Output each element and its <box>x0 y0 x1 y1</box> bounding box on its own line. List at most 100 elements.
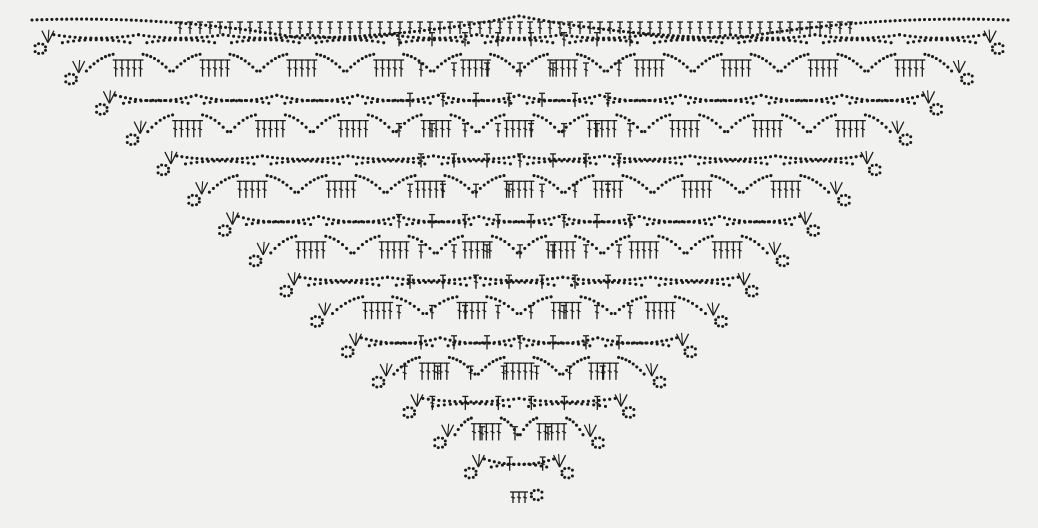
chain-stitch-dot <box>278 33 282 37</box>
chain-stitch-dot <box>587 355 591 359</box>
chain-stitch-dot <box>485 121 490 125</box>
chain-stitch-dot <box>649 33 653 38</box>
chain-stitch-dot <box>543 160 547 164</box>
chain-stitch-dot <box>312 98 316 102</box>
chain-stitch-dot <box>855 97 859 101</box>
double-crochet-stitch <box>667 21 673 34</box>
chain-stitch-dot <box>416 156 420 160</box>
chain-stitch-dot <box>716 281 720 286</box>
chain-stitch-dot <box>342 38 346 42</box>
chain-stitch-dot <box>779 69 783 73</box>
double-crochet-stitch <box>338 180 345 198</box>
chain-stitch-dot <box>826 100 830 104</box>
double-crochet-stitch <box>467 21 473 34</box>
chain-stitch-dot <box>612 28 616 32</box>
double-crochet-stitch <box>795 180 802 198</box>
chain-stitch-dot <box>531 161 535 165</box>
chain-stitch-dot <box>532 355 536 359</box>
chain-stitch-dot <box>554 33 558 38</box>
double-crochet-stitch <box>456 301 463 320</box>
chain-stitch-dot <box>454 35 458 39</box>
chain-stitch-dot <box>498 356 502 360</box>
chain-stitch-dot <box>640 283 644 287</box>
chain-stitch-dot <box>472 157 476 161</box>
chain-stitch-dot <box>269 174 273 179</box>
chain-stitch-dot <box>440 220 444 224</box>
chain-stitch-dot <box>361 295 365 299</box>
chain-stitch-dot <box>497 18 501 22</box>
double-crochet-stitch <box>739 59 746 77</box>
chain-stitch-dot <box>692 38 696 42</box>
chain-stitch-dot <box>128 97 133 101</box>
chain-stitch-dot <box>739 99 743 104</box>
chain-stitch-dot <box>614 239 618 244</box>
double-crochet-stitch <box>317 21 323 34</box>
chain-stitch-dot <box>478 341 482 345</box>
chain-stitch-dot <box>422 100 426 104</box>
chain-stitch-dot <box>871 98 875 103</box>
double-crochet-stitch <box>663 301 670 320</box>
chain-stitch-dot <box>154 121 158 125</box>
chain-stitch-dot <box>619 114 623 118</box>
chain-stitch-dot <box>839 36 843 40</box>
double-crochet-stitch <box>227 21 233 34</box>
chain-stitch-dot <box>202 101 206 105</box>
chain-stitch-dot <box>421 155 425 159</box>
chain-stitch-dot <box>867 114 872 118</box>
double-crochet-stitch <box>528 213 534 229</box>
chain-stitch-dot <box>341 69 346 73</box>
chain-stitch-dot <box>627 118 631 122</box>
chain-stitch-dot <box>547 217 551 221</box>
chain-stitch-dot <box>490 402 494 406</box>
chain-stitch-dot <box>206 159 210 163</box>
double-crochet-stitch <box>356 119 363 138</box>
chain-stitch-dot <box>532 97 536 101</box>
double-crochet-stitch <box>554 423 561 441</box>
chain-stitch-dot <box>190 156 194 160</box>
chain-stitch-dot <box>312 282 317 286</box>
double-crochet-stitch <box>720 59 727 77</box>
double-crochet-stitch <box>224 59 231 77</box>
chain-stitch-dot <box>349 65 353 69</box>
chain-stitch-dot <box>749 96 753 100</box>
chain-stitch-dot <box>622 218 626 222</box>
chain-stitch-dot <box>447 278 451 282</box>
chain-stitch-dot <box>731 36 735 40</box>
double-crochet-stitch <box>437 21 443 34</box>
chain-stitch-dot <box>461 40 465 44</box>
picot-loop <box>310 315 324 328</box>
chain-stitch-dot <box>511 462 516 466</box>
double-crochet-stitch <box>517 335 523 350</box>
chain-stitch-dot <box>710 234 714 238</box>
chain-stitch-dot <box>336 239 340 244</box>
chain-stitch-dot <box>463 341 467 345</box>
chain-stitch-dot <box>356 59 360 63</box>
v-stitch <box>583 423 597 438</box>
chain-stitch-dot <box>827 190 831 194</box>
chain-stitch-dot <box>110 36 114 40</box>
chain-stitch-dot <box>580 35 584 39</box>
v-stitch <box>164 150 178 165</box>
chain-stitch-dot <box>582 237 586 241</box>
chain-stitch-dot <box>430 344 434 348</box>
double-crochet-stitch <box>305 59 312 77</box>
chain-stitch-dot <box>652 190 656 194</box>
chain-stitch-dot <box>171 69 175 73</box>
chain-stitch-dot <box>698 155 702 159</box>
chain-stitch-dot <box>637 180 641 184</box>
chain-stitch-dot <box>504 59 508 63</box>
chain-stitch-dot <box>527 338 531 342</box>
chain-stitch-dot <box>660 339 664 343</box>
chain-stitch-dot <box>502 301 506 305</box>
chain-stitch-dot <box>356 296 360 300</box>
chain-stitch-dot <box>50 17 54 21</box>
chain-stitch-dot <box>663 220 667 224</box>
double-crochet-stitch <box>187 21 193 34</box>
chain-stitch-dot <box>463 420 467 424</box>
chain-stitch-dot <box>404 299 408 303</box>
chain-stitch-dot <box>195 160 199 164</box>
chain-stitch-dot <box>597 398 601 402</box>
chain-stitch-dot <box>876 35 880 39</box>
double-crochet-stitch <box>495 304 501 320</box>
chain-stitch-dot <box>819 157 823 161</box>
